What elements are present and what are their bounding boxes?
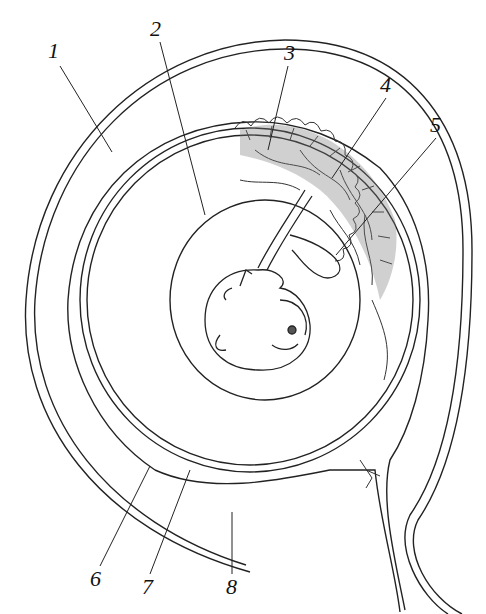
callout-number: 3 [284,42,295,64]
callout-number: 7 [142,576,153,598]
leader-lines [60,42,436,574]
umbilical-cord [266,196,312,272]
callout-number: 4 [380,74,391,96]
callout-number: 5 [430,114,441,136]
yolk-sac [290,235,340,278]
callout-number: 6 [90,568,101,590]
embryo [205,270,310,370]
decidua-lower [155,470,400,612]
callout-number: 8 [226,576,237,598]
uterus-wall-outer [25,40,472,614]
amnion [170,200,360,400]
decidua-line [68,122,429,610]
uterus-wall-inner [35,49,463,614]
callout-number: 2 [150,18,161,40]
callout-number: 1 [48,40,59,62]
